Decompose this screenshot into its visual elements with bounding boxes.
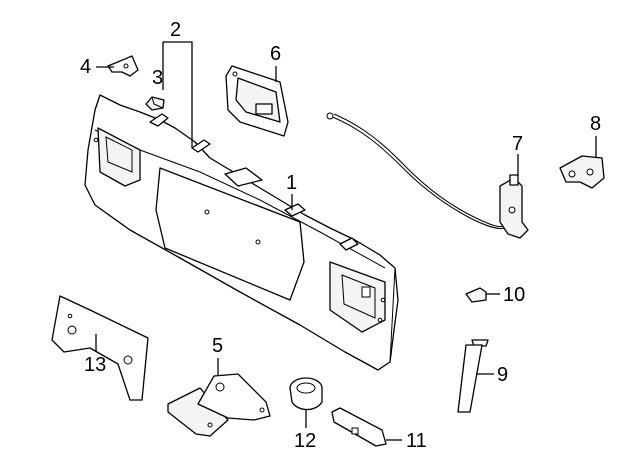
callout-10: 10 — [503, 284, 525, 306]
handle-housing-part-6 — [225, 65, 289, 137]
bracket-plate-part-13 — [51, 295, 149, 401]
tailgate-panel — [84, 94, 399, 371]
callout-6: 6 — [270, 43, 281, 65]
callout-1: 1 — [286, 172, 297, 194]
callout-9: 9 — [497, 364, 508, 386]
callout-3: 3 — [152, 67, 163, 89]
callout-labels: 1 2 3 4 5 6 7 8 9 10 11 12 13 — [80, 19, 601, 452]
latch-cable-part-7 — [326, 112, 529, 239]
callout-8: 8 — [590, 113, 601, 135]
leader-lines — [95, 41, 597, 441]
clip-part-10 — [465, 287, 487, 303]
callout-12: 12 — [294, 430, 316, 452]
bracket-part-4 — [107, 55, 139, 77]
hinge-part-8 — [559, 155, 605, 189]
callout-5: 5 — [212, 335, 223, 357]
gas-strut-part-9 — [457, 339, 489, 413]
callout-2: 2 — [170, 19, 181, 41]
callout-11: 11 — [406, 430, 427, 452]
hinge-part-5 — [167, 373, 271, 437]
bump-stop-part-12 — [289, 377, 323, 411]
callout-4: 4 — [80, 56, 91, 78]
callout-7: 7 — [512, 133, 523, 155]
striker-part-11 — [331, 407, 387, 447]
callout-13: 13 — [84, 354, 106, 376]
clip-part-3 — [145, 96, 165, 111]
